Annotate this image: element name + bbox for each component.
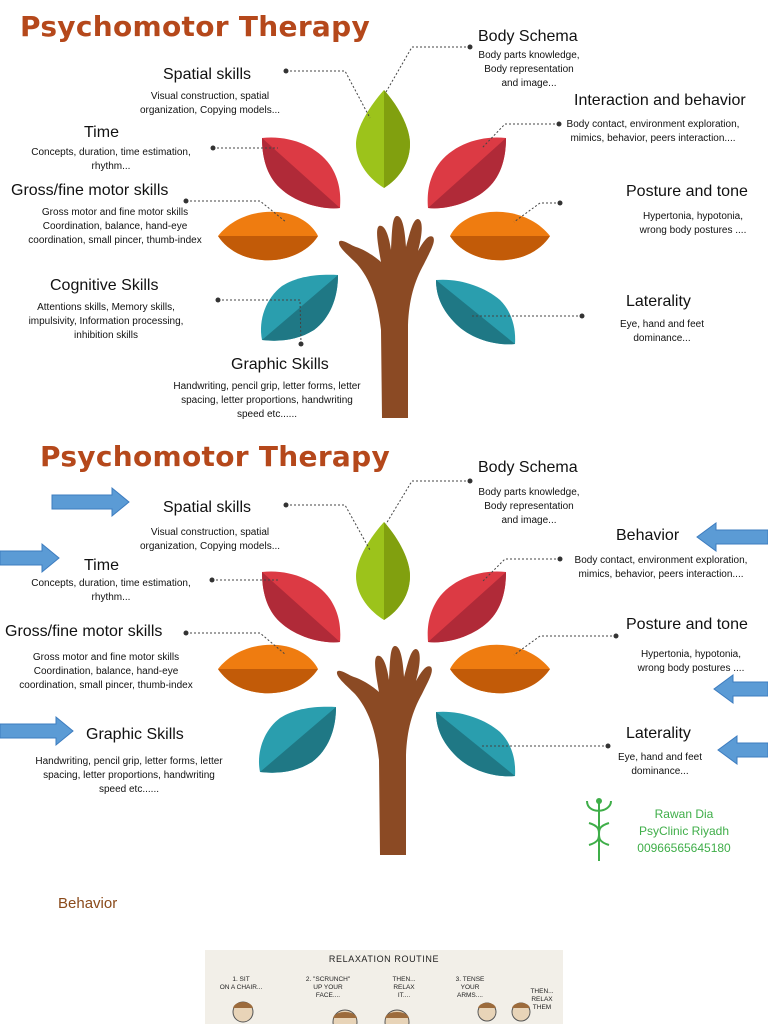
- skill-title-posture: Posture and tone: [626, 183, 748, 200]
- skill-desc-body-schema: Body parts knowledge, Body representatio…: [478, 487, 580, 526]
- credit-clinic: PsyClinic Riyadh: [638, 824, 730, 838]
- skill-title-posture: Posture and tone: [626, 616, 748, 633]
- skill-title-gross-fine-motor: Gross/fine motor skills: [11, 182, 169, 199]
- skill-desc-spatial: Visual construction, spatial organizatio…: [139, 91, 281, 116]
- relaxation-step-3: THEN... RELAX IT....: [392, 976, 416, 999]
- infographic-panel-1: Psychomotor Therapy Spatial skills Visua…: [0, 0, 768, 430]
- left-arrow-icon: [717, 735, 768, 765]
- right-arrow-icon: [0, 715, 74, 747]
- connector-dots-1: [183, 44, 585, 347]
- right-arrow-icon: [51, 486, 130, 518]
- skill-desc-laterality: Eye, hand and feet dominance...: [620, 319, 704, 344]
- behavior-caption: Behavior: [58, 895, 118, 912]
- credit-phone: 00966565645180: [637, 841, 731, 855]
- skill-desc-gross-fine-motor: Gross motor and fine motor skills Coordi…: [19, 652, 193, 691]
- page-title: Psychomotor Therapy: [20, 10, 371, 43]
- infographic-panel-2: Psychomotor Therapy Spatial skills Visua…: [0, 430, 768, 870]
- skill-desc-interaction: Body contact, environment exploration, m…: [566, 119, 740, 144]
- leaf-red-right: [427, 137, 506, 209]
- skill-title-gross-fine-motor: Gross/fine motor skills: [5, 623, 163, 640]
- leaf-red-right: [427, 571, 506, 643]
- skill-desc-behavior: Body contact, environment exploration, m…: [574, 555, 748, 580]
- right-arrow-icon: [0, 542, 60, 574]
- skill-title-graphic: Graphic Skills: [231, 356, 329, 373]
- skill-desc-time: Concepts, duration, time estimation, rhy…: [31, 147, 191, 172]
- skill-title-laterality: Laterality: [626, 293, 691, 310]
- left-arrow-icon: [713, 674, 768, 704]
- relaxation-figures: [232, 1001, 531, 1024]
- relaxation-routine-image: RELAXATION ROUTINE 1. SIT ON A CHAIR... …: [205, 950, 563, 1024]
- skill-title-cognitive: Cognitive Skills: [50, 277, 159, 294]
- skill-title-body-schema: Body Schema: [478, 28, 578, 45]
- tree-trunk-hand: [338, 216, 434, 418]
- page-title-2: Psychomotor Therapy: [40, 440, 391, 473]
- tree-illustration-1: [183, 44, 585, 418]
- leaf-red-left: [262, 137, 341, 209]
- skill-desc-graphic: Handwriting, pencil grip, letter forms, …: [35, 756, 223, 795]
- credit-name: Rawan Dia: [654, 807, 714, 821]
- skill-desc-body-schema: Body parts knowledge, Body representatio…: [478, 50, 580, 89]
- skill-title-time: Time: [84, 124, 119, 141]
- tree-trunk-hand: [336, 646, 432, 855]
- tree-illustration-2: [0, 478, 768, 855]
- skill-desc-gross-fine-motor: Gross motor and fine motor skills Coordi…: [28, 207, 202, 246]
- leaf-red-left: [262, 571, 341, 643]
- skill-title-body-schema: Body Schema: [478, 459, 578, 476]
- skill-title-graphic: Graphic Skills: [86, 726, 184, 743]
- credit-block: Rawan Dia PsyClinic Riyadh 0096656564518…: [620, 806, 748, 857]
- skill-title-spatial: Spatial skills: [163, 499, 252, 516]
- skill-title-behavior: Behavior: [616, 527, 680, 544]
- relaxation-title: RELAXATION ROUTINE: [328, 954, 440, 964]
- skill-title-laterality: Laterality: [626, 725, 691, 742]
- caduceus-logo-icon: [586, 798, 612, 861]
- skill-desc-cognitive: Attentions skills, Memory skills, impuls…: [28, 302, 184, 341]
- skill-desc-posture: Hypertonia, hypotonia, wrong body postur…: [637, 649, 745, 674]
- skill-desc-spatial: Visual construction, spatial organizatio…: [139, 527, 281, 552]
- skill-desc-graphic: Handwriting, pencil grip, letter forms, …: [173, 381, 361, 420]
- connectors-2: [186, 480, 616, 747]
- connectors-1: [186, 46, 582, 345]
- left-arrow-icon: [696, 522, 768, 552]
- relaxation-step-2: 2. "SCRUNCH" UP YOUR FACE....: [305, 976, 351, 999]
- connector-dots-2: [183, 478, 619, 749]
- skill-title-time: Time: [84, 557, 119, 574]
- skill-desc-posture: Hypertonia, hypotonia, wrong body postur…: [639, 211, 747, 236]
- skill-title-interaction: Interaction and behavior: [574, 92, 746, 109]
- relaxation-step-5: THEN... RELAX THEM: [530, 988, 554, 1011]
- skill-desc-time: Concepts, duration, time estimation, rhy…: [31, 578, 191, 603]
- relaxation-step-1: 1. SIT ON A CHAIR...: [219, 976, 263, 991]
- skill-title-spatial: Spatial skills: [163, 66, 252, 83]
- relaxation-step-4: 3. TENSE YOUR ARMS....: [455, 976, 485, 999]
- skill-desc-laterality: Eye, hand and feet dominance...: [618, 752, 702, 777]
